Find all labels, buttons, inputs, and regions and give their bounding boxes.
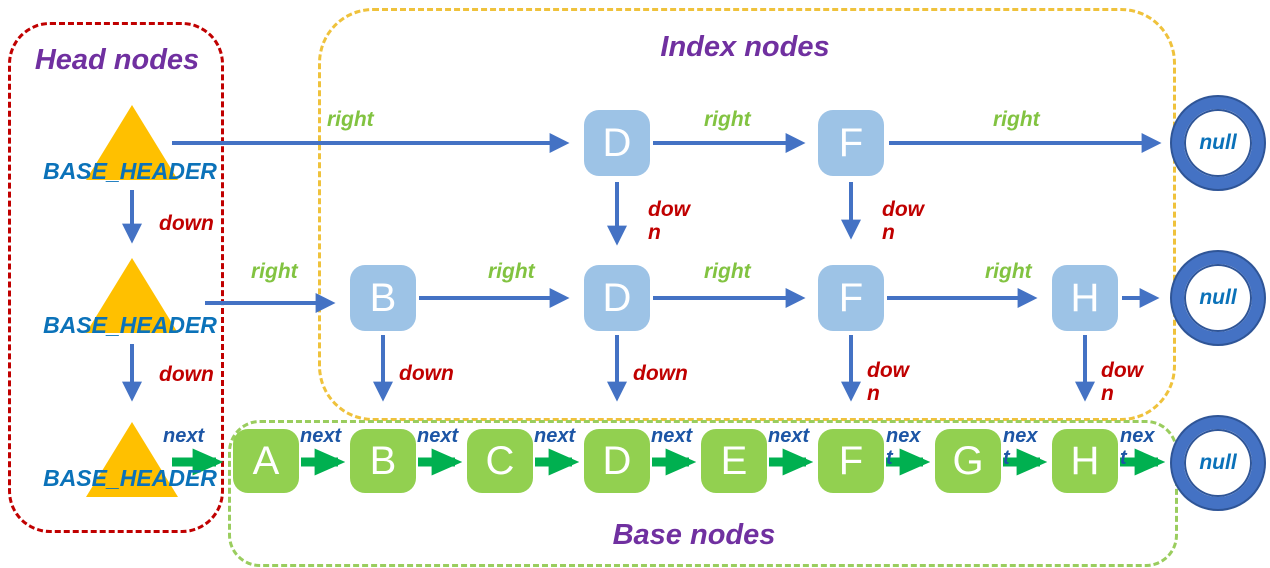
edge-label-down: down (633, 362, 688, 385)
edge-label-down: down (399, 362, 454, 385)
base-node-d: D (584, 429, 650, 493)
head-triangle-3 (86, 422, 178, 497)
null-node-top: null (1172, 97, 1264, 189)
edge-label-right: right (993, 108, 1040, 131)
null-node-bottom: null (1172, 417, 1264, 509)
head-nodes-box (8, 22, 224, 533)
edge-label-down: down (159, 363, 214, 386)
index-node-f1: F (818, 110, 884, 176)
edge-label-next: next (651, 425, 693, 447)
base-node-h: H (1052, 429, 1118, 493)
base-header-label-3: BASE_HEADER (43, 465, 217, 491)
null-label: null (1199, 286, 1237, 309)
edge-label-right: right (985, 260, 1032, 283)
edge-label-next: next (1003, 425, 1038, 469)
edge-label-next: next (300, 425, 342, 447)
base-node-f: F (818, 429, 884, 493)
base-header-label-2: BASE_HEADER (43, 312, 217, 338)
edge-label-right: right (488, 260, 535, 283)
index-node-d1: D (584, 110, 650, 176)
edge-label-next: next (1120, 425, 1155, 469)
edge-label-right: right (704, 260, 751, 283)
base-header-label-1: BASE_HEADER (43, 158, 217, 184)
index-nodes-title: Index nodes (660, 31, 830, 63)
index-node-h: H (1052, 265, 1118, 331)
edge-label-next: next (163, 425, 205, 447)
head-nodes-title: Head nodes (34, 44, 200, 76)
edge-label-right: right (704, 108, 751, 131)
edge-label-next: next (417, 425, 459, 447)
edge-label-right: right (327, 108, 374, 131)
edge-label-down: down (1101, 359, 1143, 405)
base-node-g: G (935, 429, 1001, 493)
edge-label-down: down (159, 212, 214, 235)
edge-label-next: next (768, 425, 810, 447)
base-nodes-box (228, 420, 1178, 567)
null-node-middle: null (1172, 252, 1264, 344)
base-node-e: E (701, 429, 767, 493)
base-node-a: A (233, 429, 299, 493)
index-node-d2: D (584, 265, 650, 331)
index-node-b: B (350, 265, 416, 331)
head-triangle-2 (86, 258, 178, 333)
base-node-b: B (350, 429, 416, 493)
edge-label-down: down (867, 359, 909, 405)
index-nodes-box (318, 8, 1176, 421)
head-triangle-1 (86, 105, 178, 180)
edge-label-right: right (251, 260, 298, 283)
edge-label-next: next (534, 425, 576, 447)
base-nodes-title: Base nodes (612, 519, 776, 551)
edge-label-down: down (882, 198, 924, 244)
index-node-f2: F (818, 265, 884, 331)
edge-label-down: down (648, 198, 690, 244)
edge-label-next: next (886, 425, 921, 469)
null-label: null (1199, 131, 1237, 154)
null-label: null (1199, 451, 1237, 474)
base-node-c: C (467, 429, 533, 493)
